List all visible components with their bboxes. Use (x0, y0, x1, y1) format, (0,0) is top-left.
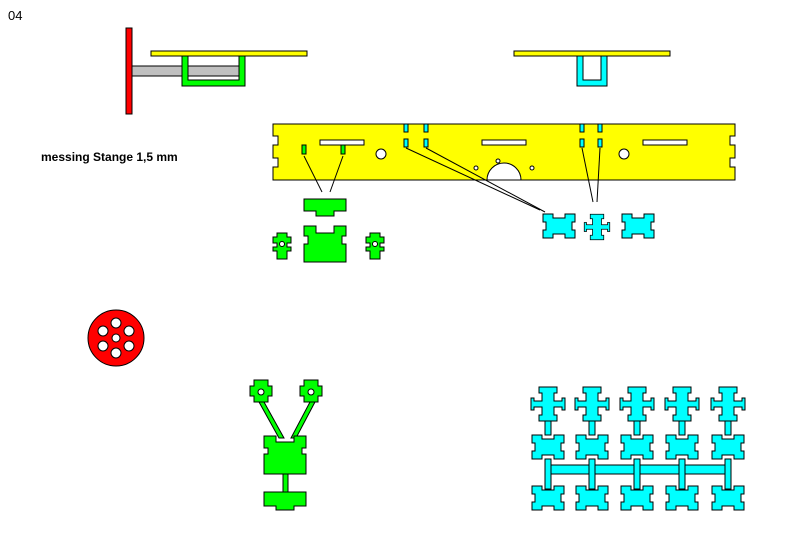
side-view-left (125, 27, 308, 115)
red-spoked-wheel (87, 309, 145, 367)
green-sprue-assembly (249, 379, 323, 511)
page-number: 04 (8, 8, 23, 23)
side-view-right (513, 50, 671, 87)
brass-rod-caption: messing Stange 1,5 mm (41, 150, 178, 164)
cyan-sprue-assembly (530, 386, 745, 511)
cyan-small-parts (542, 213, 655, 241)
leader-lines (303, 147, 601, 213)
green-small-parts (272, 198, 385, 263)
yellow-frame-plate (272, 123, 736, 181)
